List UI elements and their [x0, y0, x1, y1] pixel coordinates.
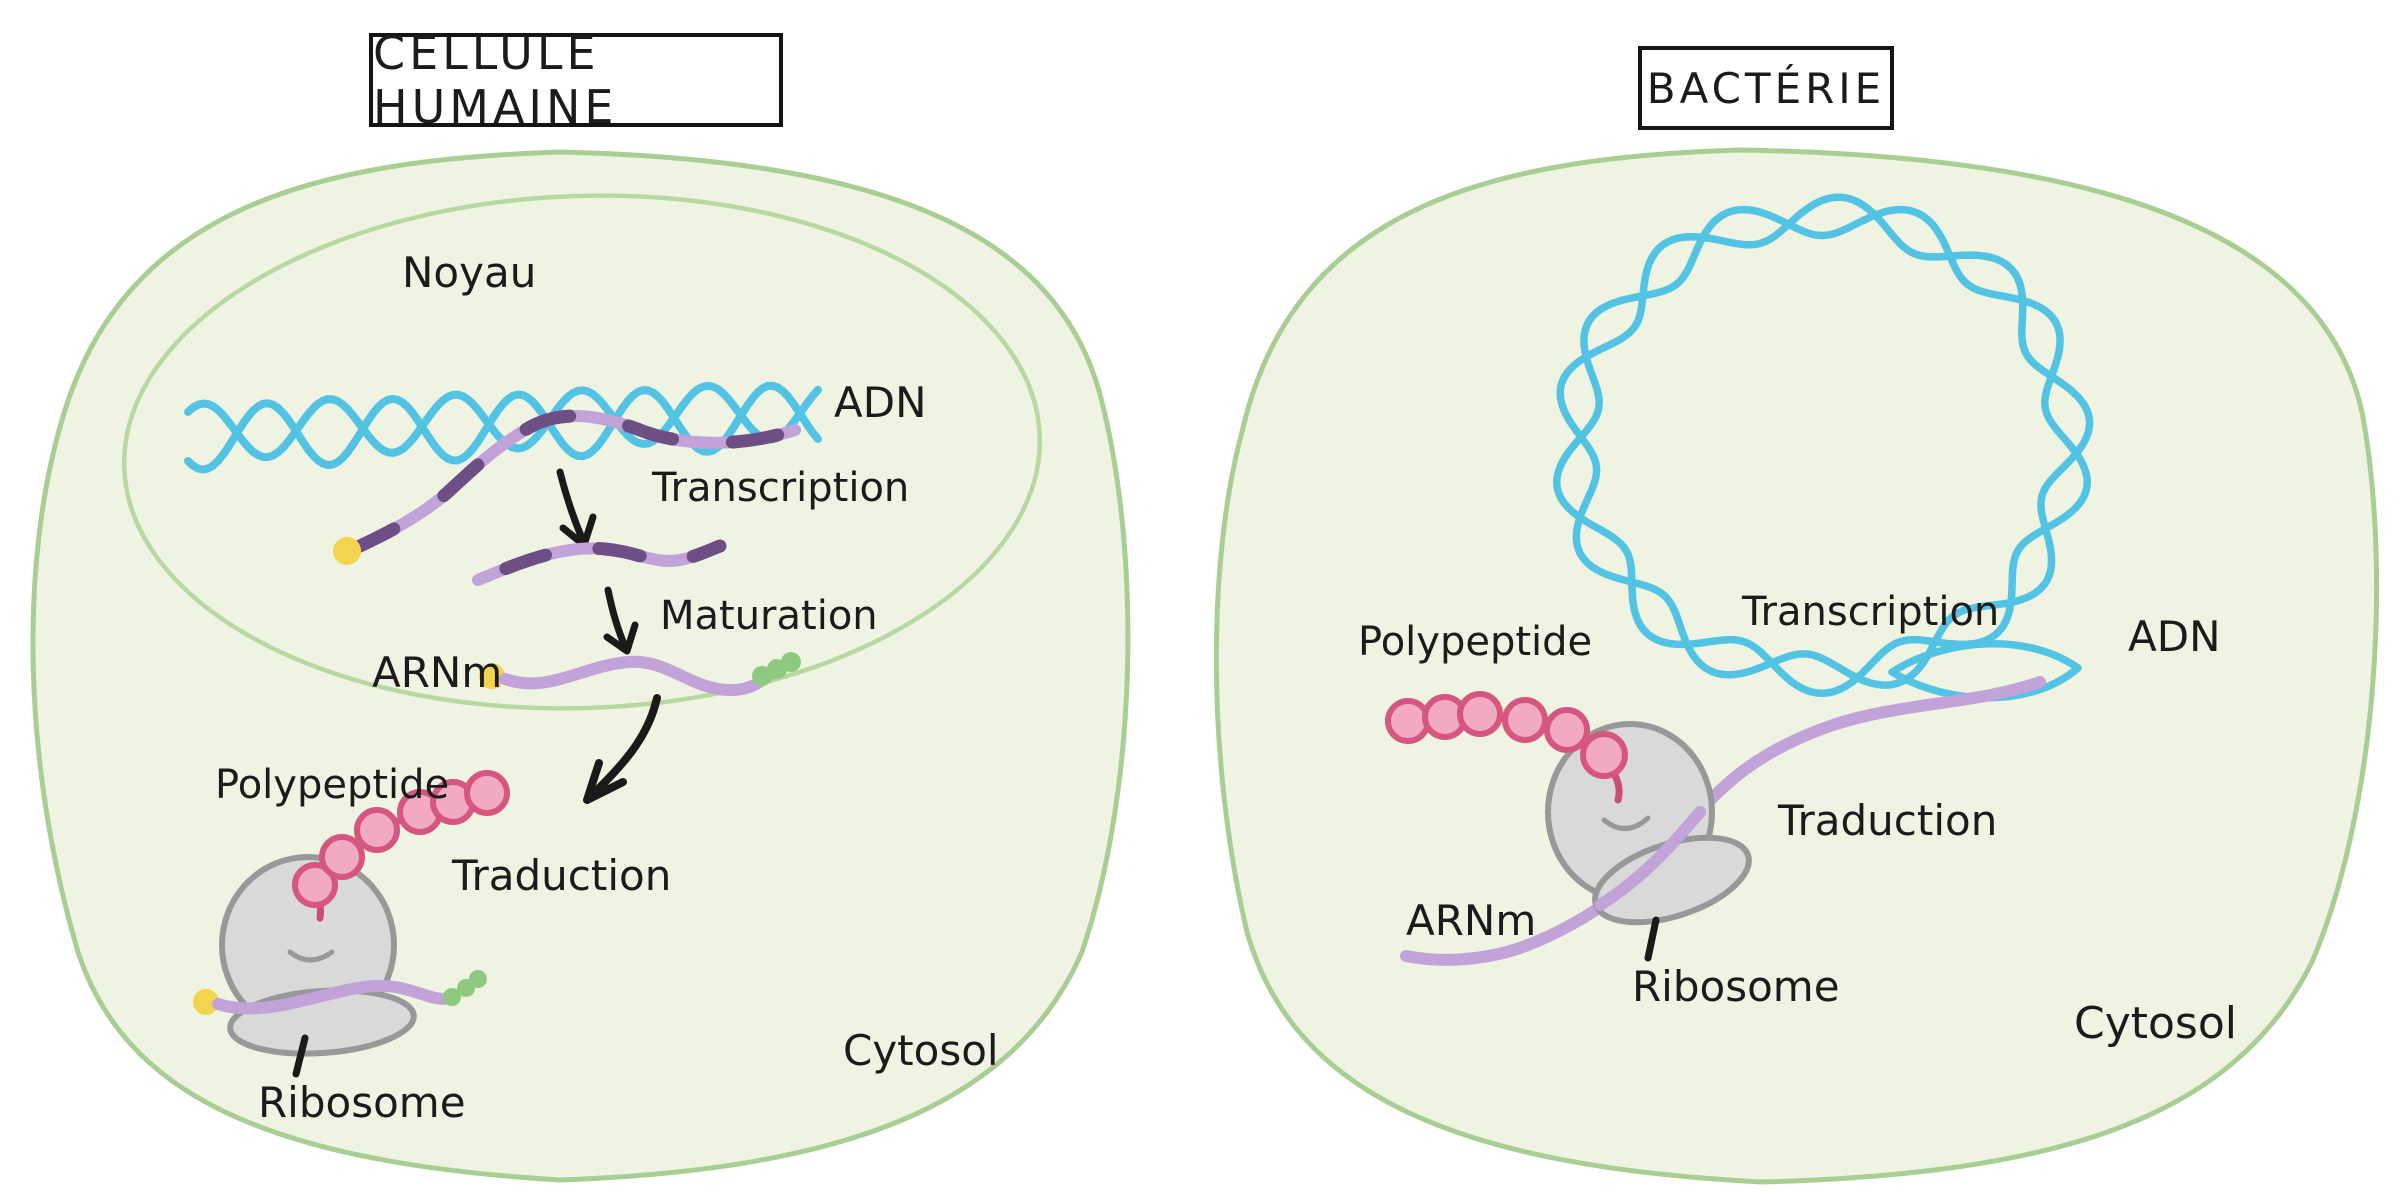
polypeptide-label: Polypeptide — [1358, 619, 1593, 665]
translation-label: Traduction — [452, 851, 672, 900]
amino-acid-bead — [1544, 707, 1590, 753]
mrna-label: ARNm — [372, 648, 503, 697]
nucleus-label: Noyau — [402, 248, 537, 297]
human-cell-title: CELLULE HUMAINE — [373, 26, 618, 134]
maturation-arrow-icon — [603, 586, 639, 655]
transcription-label: Transcription — [652, 465, 910, 511]
amino-acid-bead — [1580, 731, 1628, 779]
amino-acid-bead — [354, 807, 400, 853]
translation-label: Traduction — [1778, 796, 1998, 845]
dna-strand — [1553, 205, 2091, 698]
ribosome-mouth — [287, 949, 335, 963]
ribosome-label: Ribosome — [258, 1078, 466, 1127]
bacterium-title: BACTÉRIE — [1646, 63, 1886, 113]
five-prime-cap — [479, 663, 505, 689]
dna-label: ADN — [834, 378, 927, 427]
bacterial-chromosome-loop — [1553, 193, 2094, 702]
poly-a-tail-dots — [443, 970, 487, 1006]
polypeptide-chain — [292, 770, 510, 908]
mrna-through-ribosome — [1594, 806, 1706, 911]
polypeptide-label: Polypeptide — [215, 762, 450, 808]
maturation-label: Maturation — [660, 593, 878, 639]
mrna-label: ARNm — [1406, 896, 1537, 945]
amino-acid-bead — [292, 862, 338, 908]
dna-strand — [184, 381, 822, 474]
five-prime-cap — [333, 537, 361, 565]
dna-strand — [1556, 193, 2094, 689]
nuclear-export-arrow-icon — [583, 694, 661, 804]
ribosome-label: Ribosome — [1632, 962, 1840, 1011]
amino-acid-bead — [319, 834, 365, 880]
mrna-in-ribosome — [193, 970, 487, 1015]
bacterium-cell — [1213, 147, 2380, 1185]
amino-acid-bead — [1385, 698, 1431, 744]
human-cell — [30, 149, 1131, 1183]
dna-label: ADN — [2128, 612, 2221, 661]
nuclear-envelope — [121, 193, 1043, 711]
ribosome-pointer-line — [292, 1034, 309, 1078]
cytosol-label: Cytosol — [843, 1026, 999, 1075]
human-cell-title-box: CELLULE HUMAINE — [369, 26, 783, 134]
mature-mrna — [479, 652, 801, 697]
nascent-transcript — [333, 409, 802, 565]
cytosol-label: Cytosol — [2074, 998, 2238, 1049]
poly-a-tail-dots — [752, 652, 801, 686]
five-prime-cap — [193, 989, 219, 1015]
ribosome-mouth — [1601, 815, 1651, 831]
amino-acid-bead — [1457, 691, 1503, 737]
amino-acid-bead — [1502, 697, 1548, 743]
polypeptide-chain — [1385, 691, 1628, 779]
transcription-arrow-icon — [556, 468, 597, 549]
amino-acid-bead — [464, 770, 510, 816]
transcription-label: Transcription — [1742, 589, 2000, 635]
pre-mrna — [471, 539, 727, 587]
bacterium-title-box: BACTÉRIE — [1638, 46, 1894, 130]
ribosome-pointer-line — [1644, 916, 1660, 962]
